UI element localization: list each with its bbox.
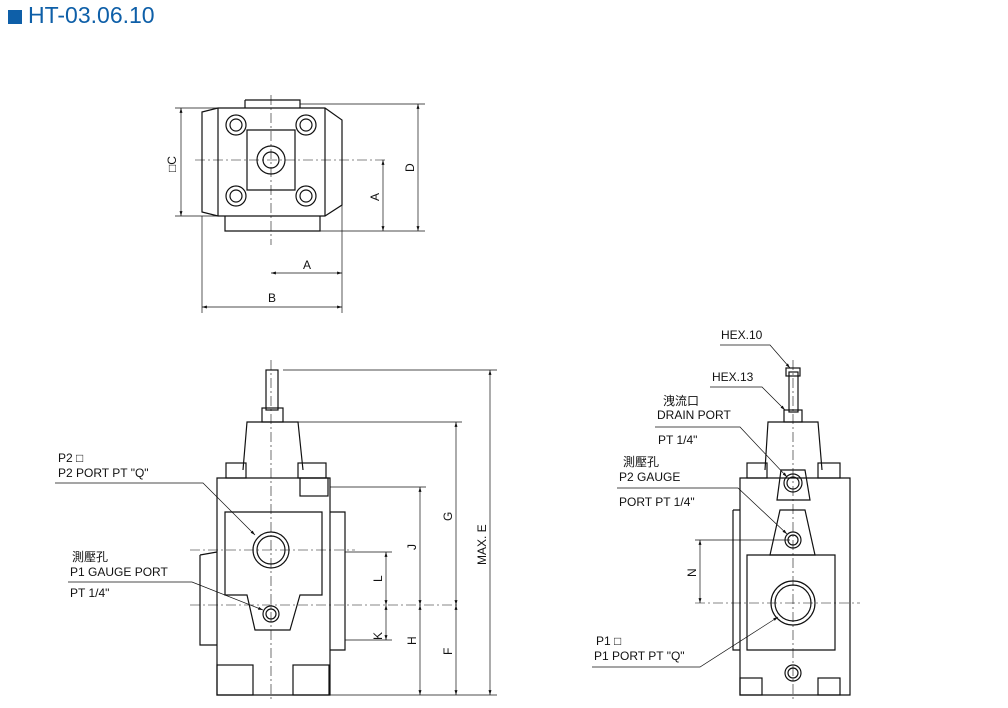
dim-l-label: L	[371, 575, 385, 582]
p1-gauge-label-3: PT 1/4"	[70, 586, 109, 600]
dim-j-label: J	[405, 544, 419, 550]
p2-gauge-label-1: 測壓孔	[623, 455, 659, 469]
dim-n-label: N	[685, 568, 699, 577]
dim-g-label: G	[441, 512, 455, 521]
title-square-icon	[8, 10, 22, 24]
drain-label-3: PT 1/4"	[658, 433, 697, 447]
hex10-label: HEX.10	[721, 328, 763, 342]
front-view: P2 □ P2 PORT PT "Q" 測壓孔 P1 GAUGE PORT PT…	[55, 360, 497, 700]
p2-port-label-2: P2 PORT PT "Q"	[58, 466, 149, 480]
p2-gauge-label-2: P2 GAUGE	[619, 470, 680, 484]
dim-k-label: K	[371, 632, 385, 640]
drain-label-2: DRAIN PORT	[657, 408, 731, 422]
p2-gauge-label-3: PORT PT 1/4"	[619, 495, 695, 509]
p1-gauge-label-1: 測壓孔	[72, 550, 108, 564]
dim-a-vertical-label: A	[368, 193, 382, 201]
bolt-holes	[225, 114, 317, 207]
drain-label-1: 洩流口	[663, 394, 699, 408]
page-title: HT-03.06.10	[8, 2, 155, 29]
dim-c-label: □C	[165, 156, 179, 172]
hex13-label: HEX.13	[712, 370, 754, 384]
dim-max-e-label: MAX. E	[475, 524, 489, 565]
dim-b-label: B	[268, 291, 276, 305]
p1-port-label-1: P1 □	[596, 634, 621, 648]
model-number: HT-03.06.10	[28, 2, 155, 28]
p2-port-label-1: P2 □	[58, 451, 83, 465]
top-view: □C A D A B	[165, 95, 425, 313]
dim-f-label: F	[441, 648, 455, 655]
dim-a-horizontal-label: A	[303, 258, 311, 272]
dim-d-label: D	[403, 163, 417, 172]
side-view: N HEX.10 HEX.13 洩流口 DRAIN PORT PT 1/4" 測…	[592, 328, 860, 700]
p1-gauge-label-2: P1 GAUGE PORT	[70, 565, 168, 579]
dim-h-label: H	[405, 636, 419, 645]
p1-port-label-2: P1 PORT PT "Q"	[594, 649, 685, 663]
